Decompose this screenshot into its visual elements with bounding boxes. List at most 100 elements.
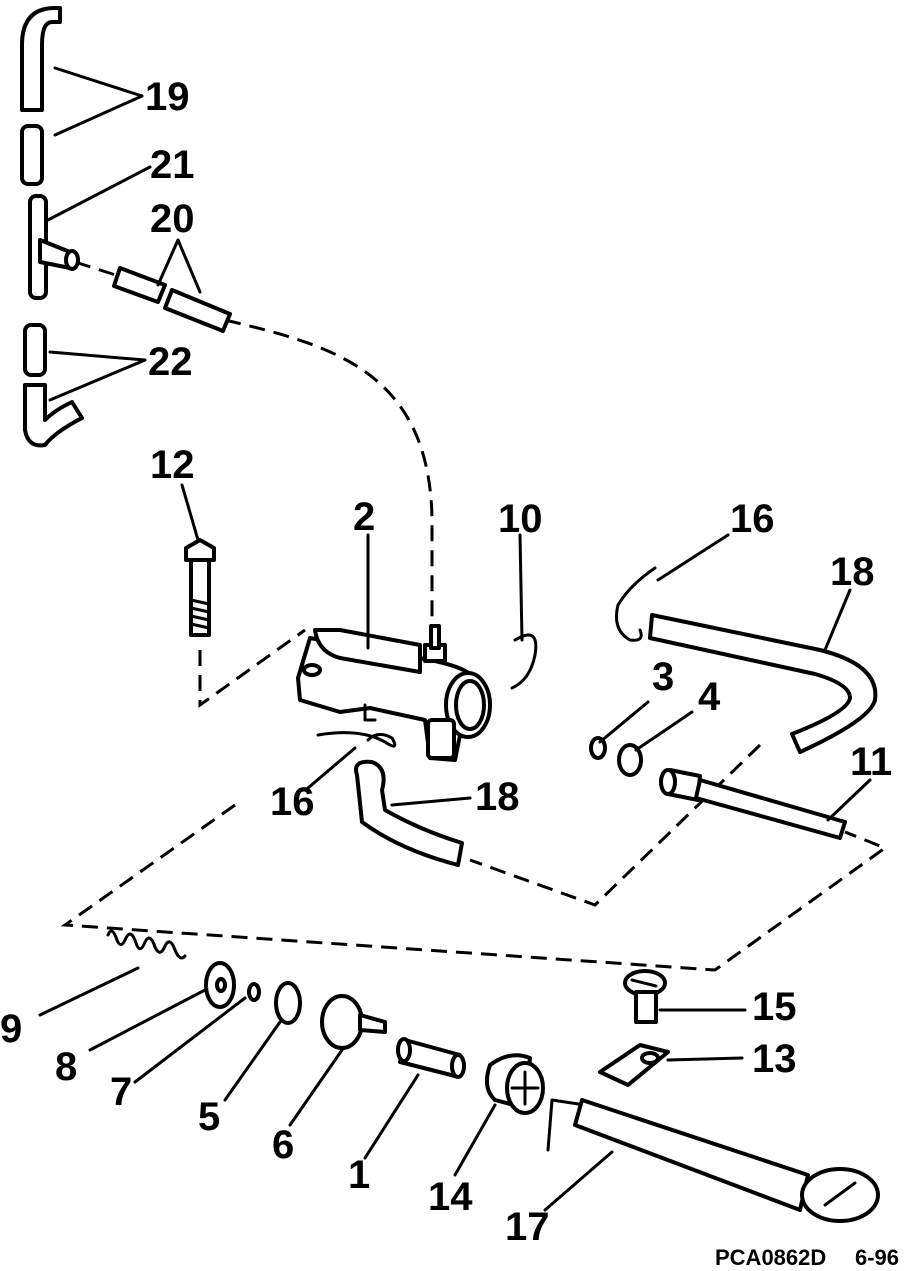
body-hole: [302, 663, 322, 677]
part-4-o-ring: [617, 743, 643, 777]
part-10-clip: [510, 633, 538, 690]
leader-14: [453, 1103, 497, 1177]
cap-body: [320, 994, 364, 1050]
callout-8: 8: [55, 1045, 77, 1089]
part-19-hose: [20, 6, 62, 186]
part-16-clamp-lower: [316, 731, 397, 748]
tee-branch-end: [64, 249, 80, 271]
callout-15: 15: [752, 985, 797, 1029]
part-6-cap: [320, 994, 387, 1050]
part-13-bracket: [598, 1043, 670, 1087]
part-22-hose: [23, 323, 84, 448]
bracket-plate: [598, 1043, 670, 1087]
body-bore-inner: [454, 679, 486, 731]
part-2-body: [296, 624, 492, 762]
hose-elbow-upper: [20, 6, 62, 112]
part-1-piston: [396, 1037, 466, 1079]
assembly-dashed-lines: [60, 260, 889, 972]
callout-21: 21: [150, 143, 195, 187]
callout-11: 11: [850, 740, 892, 784]
leader-3: [598, 700, 650, 744]
tube-end: [659, 768, 677, 796]
lower-assembly-dash: [60, 803, 889, 972]
callout-22: 22: [148, 340, 193, 384]
leader-18-upper: [823, 588, 852, 652]
callout-5: 5: [198, 1095, 220, 1139]
callout-1: 1: [348, 1153, 370, 1197]
leader-10: [518, 533, 524, 642]
hose-elbow-lower: [23, 383, 84, 448]
cap-tab: [358, 1013, 387, 1034]
callout-14: 14: [428, 1175, 473, 1219]
leader-18-lower: [390, 796, 472, 807]
tube-path-dash: [469, 743, 762, 907]
lever-knob-slot: [823, 1181, 857, 1207]
leader-1: [363, 1073, 420, 1160]
callout-6: 6: [272, 1123, 294, 1167]
leader-6: [288, 1048, 344, 1127]
screw-shank: [634, 990, 658, 1024]
callout-12: 12: [150, 443, 195, 487]
screw-slot: [630, 978, 658, 988]
bolt-path-dash: [198, 628, 306, 708]
callout-4: 4: [698, 675, 721, 719]
part-18-hose-upper: [648, 613, 878, 754]
leader-16-lower: [306, 746, 357, 790]
part-18-hose-lower: [354, 759, 464, 867]
part-17-lever: [546, 1098, 880, 1223]
hose-straight-upper: [20, 124, 44, 186]
hose-segment-2: [163, 288, 232, 333]
leader-4: [634, 710, 694, 752]
part-21-tee-fitting: [28, 194, 80, 300]
part-20-hose-segments: [112, 266, 232, 333]
body-stud: [363, 703, 377, 722]
lever-rod: [546, 1098, 587, 1152]
leader-16-upper: [656, 533, 730, 582]
bolt-head: [184, 538, 216, 562]
leader-19: [53, 66, 144, 137]
part-12-bolt: [184, 538, 216, 637]
cap14-cross: [510, 1070, 540, 1106]
callout-9: 9: [0, 1007, 22, 1051]
callout-17: 17: [505, 1205, 550, 1249]
bolt-thread: [189, 598, 211, 630]
leader-7: [133, 996, 247, 1084]
callout-19: 19: [145, 75, 190, 119]
body-barrel: [313, 628, 422, 674]
leader-13: [666, 1056, 744, 1062]
figure-code: PCA0862D: [715, 1245, 826, 1270]
hose-segment-1: [112, 266, 167, 304]
bracket-hole: [640, 1051, 660, 1065]
part-3-o-ring: [589, 736, 607, 760]
hose-straight-lower: [23, 323, 47, 377]
callout-labels: 19 21 20 22 12 2 10 16 18 3 4 11 16 18 9…: [0, 75, 892, 1249]
leader-12: [180, 483, 200, 542]
callout-18-lower: 18: [475, 775, 520, 819]
body-nipple: [429, 624, 441, 650]
leader-lines: [38, 66, 872, 1212]
part-14-cap: [484, 1053, 545, 1115]
leader-20: [156, 238, 202, 294]
leader-21: [46, 165, 152, 222]
body-boss: [426, 718, 456, 760]
tube-shaft: [694, 778, 847, 840]
piston-end-right: [450, 1053, 466, 1079]
piston-end: [396, 1037, 412, 1063]
part-11-tube: [659, 768, 847, 840]
leader-11: [826, 778, 872, 822]
callout-16-lower: 16: [270, 780, 315, 824]
leader-5: [223, 1020, 282, 1102]
leader-9: [38, 966, 140, 1017]
hose-path-dash: [74, 260, 434, 620]
callout-3: 3: [652, 655, 674, 699]
figure-date: 6-96: [855, 1245, 899, 1270]
callout-7: 7: [110, 1070, 132, 1114]
part-16-clamp-upper: [615, 566, 657, 642]
part-9-spring: [106, 929, 187, 960]
leader-17: [543, 1150, 614, 1212]
part-5-o-ring: [274, 981, 302, 1025]
part-7-o-ring: [247, 982, 261, 1002]
callout-16-upper: 16: [730, 497, 775, 541]
